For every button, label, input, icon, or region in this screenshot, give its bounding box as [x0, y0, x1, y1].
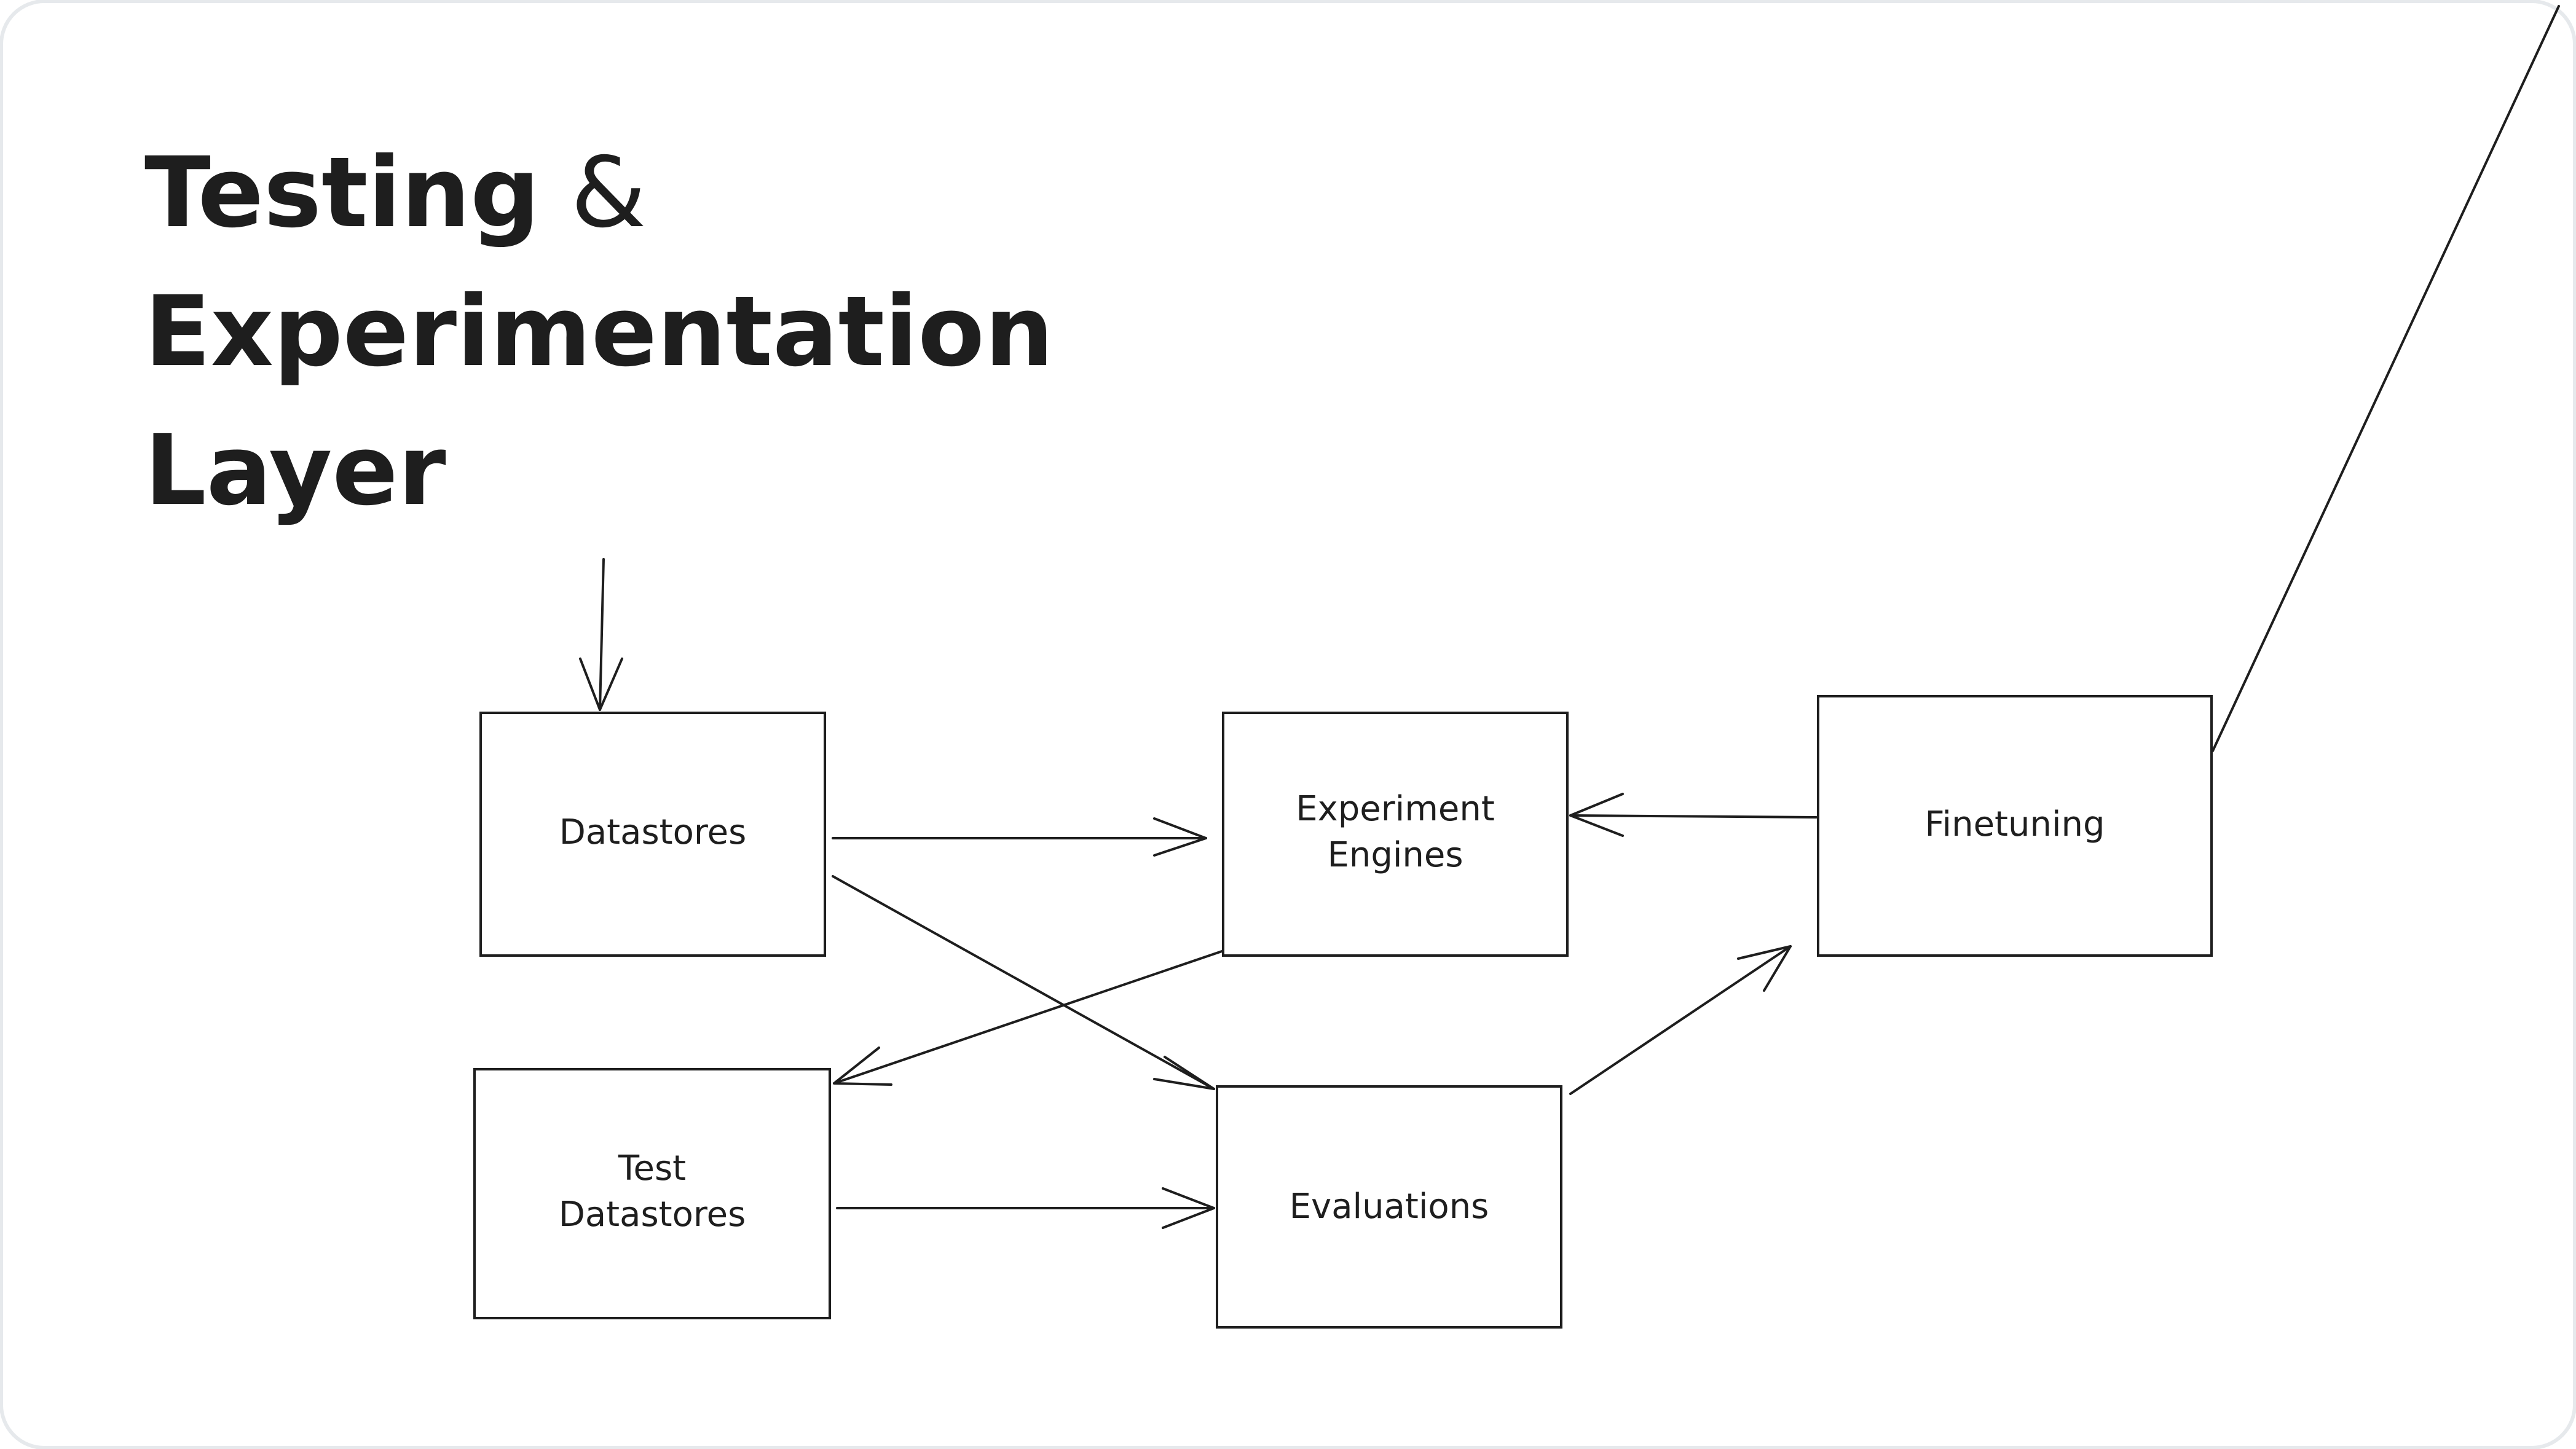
edge-evaluations-finetuning — [1569, 945, 1792, 1095]
title-testing: Testing — [144, 136, 540, 249]
node-evaluations[interactable]: Evaluations — [1216, 1085, 1562, 1329]
svg-text:Testing &: Testing & — [144, 136, 647, 249]
node-test-datastores-label-line2: Datastores — [559, 1195, 746, 1235]
node-finetuning-label: Finetuning — [1924, 804, 2105, 844]
edge-datastores-evaluations — [832, 875, 1215, 1090]
edge-finetuning-offscreen — [2212, 5, 2560, 752]
edge-finetuning-experiment-engines — [1569, 793, 1818, 837]
edge-datastores-experiment-engines — [832, 817, 1207, 857]
title-ampersand: & — [571, 136, 647, 249]
title-layer: Layer — [144, 414, 446, 527]
node-finetuning[interactable]: Finetuning — [1817, 695, 2213, 957]
node-datastores[interactable]: Datastores — [479, 712, 826, 957]
diagram-title: Testing & Experimentation Layer — [144, 136, 1054, 527]
node-datastores-label: Datastores — [559, 812, 747, 852]
node-evaluations-label: Evaluations — [1290, 1187, 1489, 1227]
edge-experiment-engines-test-datastores — [833, 950, 1223, 1086]
node-experiment-engines-label-line2: Engines — [1327, 835, 1463, 875]
node-test-datastores-label-line1: Test — [618, 1149, 686, 1188]
node-test-datastores[interactable]: Test Datastores — [473, 1068, 831, 1319]
edge-incoming-datastores — [579, 558, 623, 711]
edge-test-datastores-evaluations — [836, 1187, 1215, 1229]
edges — [579, 5, 2560, 1229]
node-experiment-engines[interactable]: Experiment Engines — [1222, 712, 1569, 957]
title-experimentation: Experimentation — [144, 275, 1054, 388]
node-experiment-engines-label-line1: Experiment — [1296, 789, 1495, 829]
